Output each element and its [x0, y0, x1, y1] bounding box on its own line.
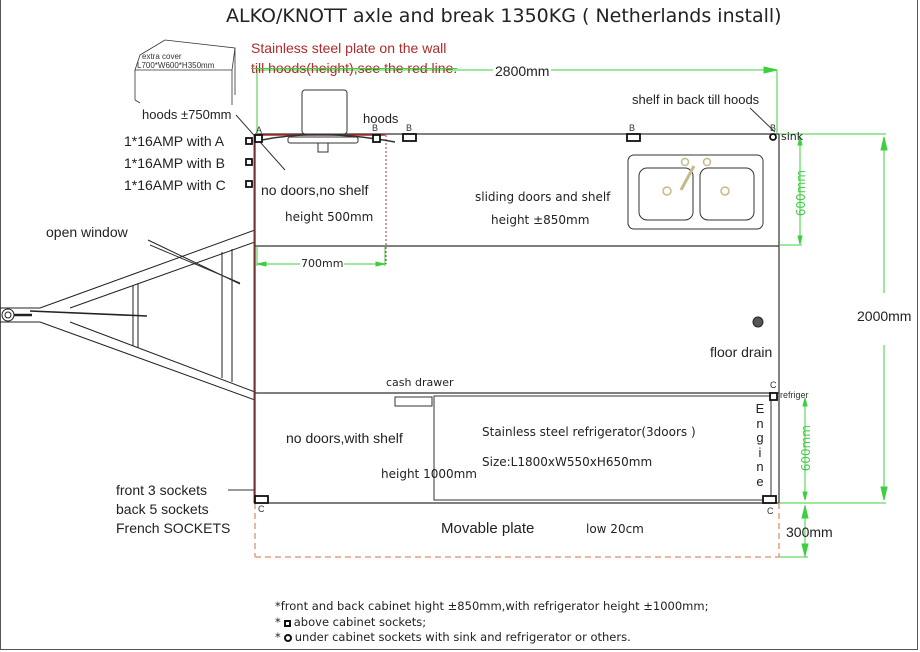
back-left-cabinet-height: height 500mm: [285, 210, 374, 224]
socket-marker-b: B: [406, 123, 413, 133]
back-sockets-label: back 5 sockets: [116, 501, 209, 517]
socket-marker-c: C: [770, 380, 777, 390]
back-mid-cabinet-title: sliding doors and shelf: [475, 190, 611, 204]
refrigerator: [394, 395, 772, 501]
length-dimension: 2800mm: [493, 63, 552, 79]
front-left-cabinet-title: no doors,with shelf: [286, 430, 403, 446]
tow-hitch: [0, 229, 256, 401]
socket-marker-c: C: [258, 504, 265, 514]
socket-marker-b: B: [629, 123, 636, 133]
note-above-sockets: * above cabinet sockets;: [275, 615, 708, 631]
drawing-title: ALKO/KNOTT axle and break 1350KG ( Nethe…: [226, 5, 782, 27]
socket-marker-c: C: [767, 506, 774, 516]
front-sockets-label: front 3 sockets: [116, 482, 208, 498]
front-depth-dimension: 600mm: [799, 425, 813, 472]
engine-label: Engine: [755, 401, 765, 489]
circle-socket-icon: [283, 634, 292, 642]
wall-plate-note: Stainless steel plate on the wall: [251, 40, 447, 56]
legend-notes: *front and back cabinet hight ±850mm,wit…: [275, 599, 708, 646]
socket-markers: [245, 133, 778, 504]
socket-marker-b: B: [372, 123, 379, 133]
refrigerator-socket-label: refriger: [780, 390, 809, 400]
square-socket-icon: [283, 619, 291, 627]
trailer-body: [254, 133, 780, 504]
open-window-label: open window: [46, 224, 128, 240]
note-cabinet-height: *front and back cabinet hight ±850mm,wit…: [275, 599, 709, 613]
note-under-sockets: * under cabinet sockets with sink and ref…: [275, 630, 708, 646]
socket-c-label: 1*16AMP with C: [124, 177, 226, 193]
cash-drawer-label: cash drawer: [386, 376, 454, 389]
note-above-text: above cabinet sockets;: [293, 614, 427, 629]
socket-a-label: 1*16AMP with A: [124, 133, 225, 149]
refrigerator-size: Size:L1800xW550xH650mm: [482, 455, 653, 469]
socket-type-label: French SOCKETS: [116, 520, 231, 536]
floor-drain-label: floor drain: [710, 344, 773, 360]
movable-plate-low-label: low 20cm: [586, 522, 644, 536]
note-bullet: *: [275, 630, 281, 644]
movable-plate-outline: [254, 503, 780, 558]
note-under-text: under cabinet sockets with sink and refr…: [294, 630, 631, 644]
hoods-label: hoods: [363, 111, 399, 126]
extra-cover-label: extra cover: [142, 52, 182, 61]
socket-marker-b: B: [770, 123, 777, 133]
front-cabinet-height: height 1000mm: [381, 467, 477, 481]
back-left-cabinet-title: no doors,no shelf: [261, 182, 369, 198]
refrigerator-title: Stainless steel refrigerator(3doors ): [482, 425, 696, 439]
double-sink: [627, 154, 764, 230]
extra-cover-sketch: [134, 39, 236, 105]
plate-dimension: 300mm: [786, 524, 833, 540]
wall-plate-note-2: till hoods(height),see the red line.: [251, 60, 458, 76]
range-hood: [261, 89, 396, 153]
shelf-in-back-label: shelf in back till hoods: [632, 92, 760, 107]
movable-plate-label: Movable plate: [441, 520, 535, 537]
sink-label: sink: [781, 130, 804, 143]
extra-cover-size: L700*W600*H350mm: [137, 61, 215, 70]
floor-drain-icon: [752, 316, 764, 328]
socket-marker-a: A: [256, 125, 263, 135]
note-bullet: *: [275, 614, 281, 629]
hoods-height-label: hoods ±750mm: [142, 107, 232, 122]
left-width-dimension: 700mm: [300, 257, 345, 270]
width-dimension: 2000mm: [857, 308, 912, 324]
socket-b-label: 1*16AMP with B: [124, 155, 225, 171]
back-depth-dimension: 600mm: [794, 170, 808, 217]
back-mid-cabinet-height: height ±850mm: [491, 213, 590, 227]
